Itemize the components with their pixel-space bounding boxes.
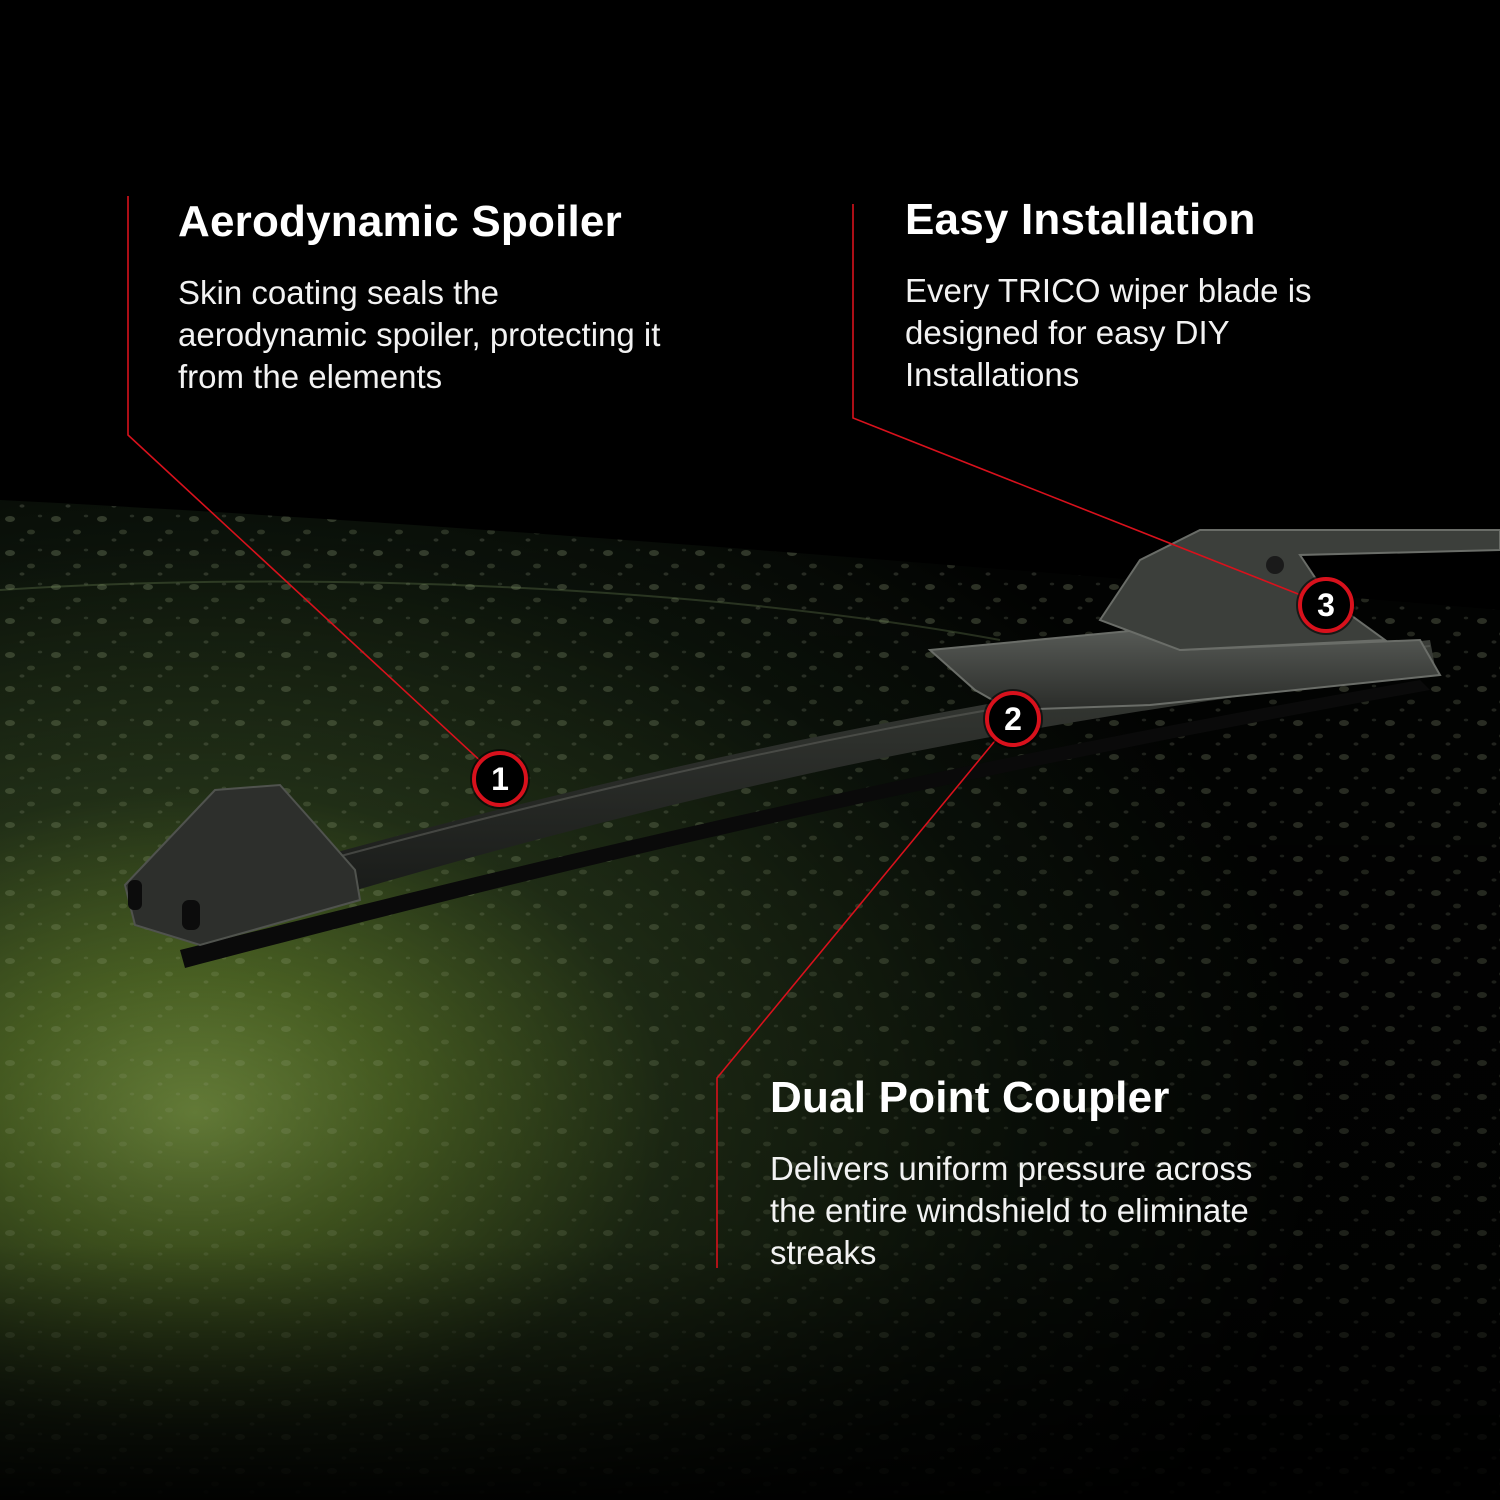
feature-description: Skin coating seals the aerodynamic spoil…	[178, 274, 661, 395]
feature-title: Aerodynamic Spoiler	[178, 197, 622, 246]
marker-2-badge: 2	[985, 691, 1041, 747]
glass-edge	[0, 580, 1001, 641]
callout-lines	[127, 196, 1327, 1268]
wiper-blade	[123, 529, 1500, 968]
feature-title: Dual Point Coupler	[770, 1073, 1170, 1122]
leader-line-3	[852, 204, 1327, 606]
marker-1-badge: 1	[472, 751, 528, 807]
feature-easy-installation: Easy Installation Every TRICO wiper blad…	[905, 194, 1425, 396]
feature-description: Delivers uniform pressure across the ent…	[770, 1150, 1253, 1271]
feature-description: Every TRICO wiper blade is designed for …	[905, 272, 1312, 393]
leader-line-1	[127, 196, 501, 780]
feature-aerodynamic-spoiler: Aerodynamic Spoiler Skin coating seals t…	[178, 196, 738, 398]
feature-title: Easy Installation	[905, 195, 1256, 244]
leader-line-2	[716, 718, 1014, 1268]
marker-3-badge: 3	[1298, 577, 1354, 633]
installation-adapter	[1098, 529, 1500, 652]
feature-dual-point-coupler: Dual Point Coupler Delivers uniform pres…	[770, 1072, 1330, 1274]
